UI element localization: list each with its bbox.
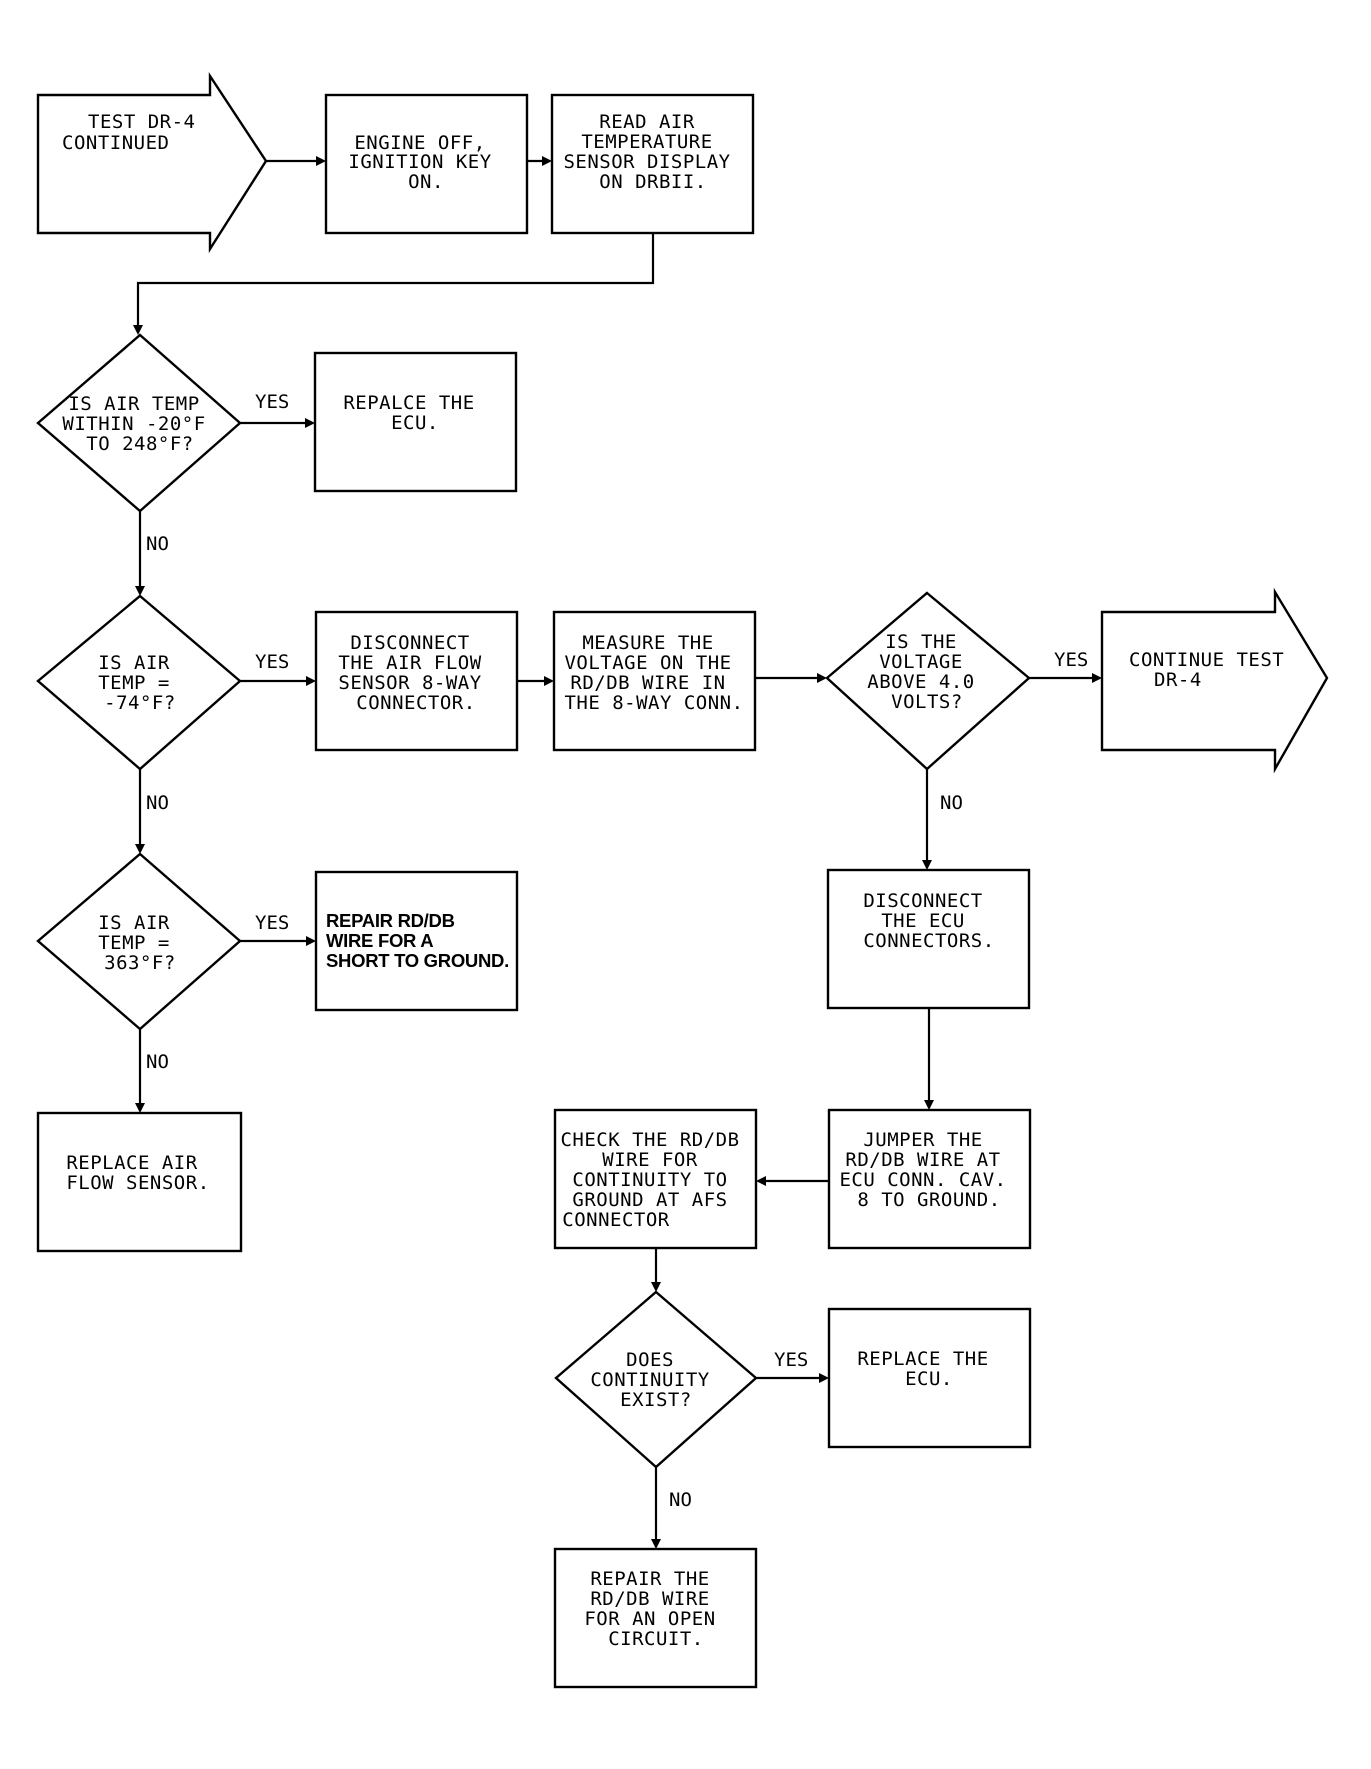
363-yes-label: YES bbox=[255, 912, 289, 934]
disconnect-ecu-label: DISCONNECT THE ECU CONNECTORS. bbox=[863, 890, 994, 952]
connector-363-no bbox=[135, 1029, 145, 1113]
replace-afs-box bbox=[36, 1111, 243, 1253]
jumper-label: JUMPER THE RD/DB WIRE AT ECU CONN. CAV. … bbox=[839, 1129, 1018, 1211]
engine-off-label: ENGINE OFF, IGNITION KEY ON. bbox=[348, 132, 503, 193]
measure-voltage-label: MEASURE THE VOLTAGE ON THE RD/DB WIRE IN… bbox=[564, 632, 743, 714]
continue-arrow-shape bbox=[1100, 587, 1329, 774]
decision-temp-range-label: IS AIR TEMP WITHIN -20°F TO 248°F? bbox=[62, 393, 217, 455]
connector-minus74-yes bbox=[240, 676, 316, 686]
start-arrow-shape bbox=[36, 71, 268, 254]
range-no-label: NO bbox=[146, 533, 169, 555]
check-continuity-label: CHECK THE RD/DB WIRE FOR CONTINUITY TO G… bbox=[560, 1129, 751, 1231]
connector-engine-off-to-read-temp bbox=[527, 156, 552, 166]
connector-disconnect-afs-to-measure bbox=[517, 676, 554, 686]
connector-range-no bbox=[135, 511, 145, 596]
voltage-yes-label: YES bbox=[1054, 649, 1088, 671]
read-temp-box bbox=[550, 93, 755, 235]
repair-short-box bbox=[314, 870, 519, 1012]
repair-short-label: REPAIR RD/DB WIRE FOR A SHORT TO GROUND. bbox=[326, 910, 509, 971]
continuity-no-label: NO bbox=[669, 1489, 692, 1511]
connector-read-temp-to-range-decision bbox=[133, 233, 655, 335]
minus74-yes-label: YES bbox=[255, 651, 289, 673]
disconnect-ecu-box bbox=[826, 868, 1031, 1010]
replace-ecu-1-label: REPALCE THE ECU. bbox=[343, 392, 486, 434]
connector-voltage-yes bbox=[1029, 673, 1102, 683]
363-no-label: NO bbox=[146, 1051, 169, 1073]
jumper-box bbox=[827, 1108, 1032, 1250]
connector-check-to-continuity-decision bbox=[651, 1248, 661, 1292]
check-continuity-box bbox=[553, 1108, 758, 1250]
replace-ecu-box-1 bbox=[313, 351, 518, 493]
connector-voltage-no bbox=[922, 769, 932, 870]
repair-open-label: REPAIR THE RD/DB WIRE FOR AN OPEN CIRCUI… bbox=[584, 1568, 727, 1650]
voltage-no-label: NO bbox=[940, 792, 963, 814]
start-label: TEST DR-4 CONTINUED bbox=[62, 111, 207, 154]
replace-ecu-2-label: REPLACE THE ECU. bbox=[857, 1348, 1000, 1390]
connector-disconnect-ecu-to-jumper bbox=[924, 1008, 934, 1110]
read-temp-label: READ AIR TEMPERATURE SENSOR DISPLAY ON D… bbox=[563, 111, 742, 193]
connector-jumper-to-check bbox=[756, 1176, 829, 1186]
connector-continuity-yes bbox=[756, 1373, 829, 1383]
connector-minus74-no bbox=[135, 769, 145, 854]
range-yes-label: YES bbox=[255, 391, 289, 413]
decision-continuity-label: DOES CONTINUITY EXIST? bbox=[590, 1349, 721, 1411]
replace-ecu-box-2 bbox=[827, 1307, 1032, 1449]
connector-start-to-engine-off bbox=[266, 156, 326, 166]
connector-range-yes bbox=[240, 418, 315, 428]
connector-363-yes bbox=[240, 936, 316, 946]
connector-continuity-no bbox=[651, 1467, 661, 1549]
decision-temp-minus-74-label: IS AIR TEMP = -74°F? bbox=[98, 652, 182, 714]
continuity-yes-label: YES bbox=[774, 1349, 808, 1371]
engine-off-box bbox=[324, 93, 529, 235]
connector-measure-to-voltage-decision bbox=[755, 673, 827, 683]
continue-label: CONTINUE TEST DR-4 bbox=[1129, 649, 1296, 691]
repair-open-box bbox=[553, 1547, 758, 1689]
replace-afs-label: REPLACE AIR FLOW SENSOR. bbox=[66, 1152, 209, 1194]
disconnect-afs-label: DISCONNECT THE AIR FLOW SENSOR 8-WAY CON… bbox=[338, 632, 493, 714]
minus74-no-label: NO bbox=[146, 792, 169, 814]
decision-voltage-label: IS THE VOLTAGE ABOVE 4.0 VOLTS? bbox=[867, 631, 986, 713]
decision-temp-363-label: IS AIR TEMP = 363°F? bbox=[98, 912, 182, 974]
